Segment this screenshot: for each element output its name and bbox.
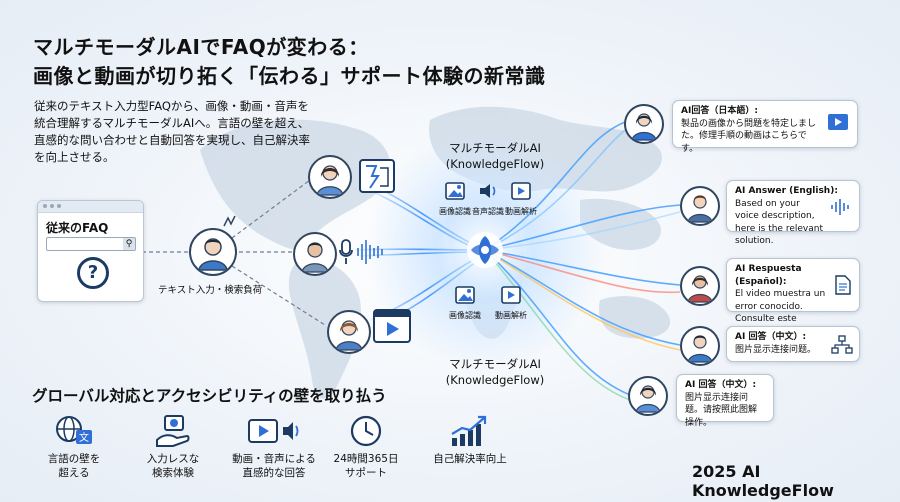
capability-video-bottom: 動画解析 xyxy=(488,284,534,321)
capability-image-bottom: 画像認識 xyxy=(442,284,488,321)
feature-label-2: 検索体験 xyxy=(152,467,194,479)
center-bottom-title: マルチモーダルAI xyxy=(449,357,541,371)
section-heading: グローバル対応とアクセシビリティの壁を取り払う xyxy=(32,387,387,405)
faq-search-input[interactable]: ⚲ xyxy=(46,237,136,251)
document-icon xyxy=(835,275,851,295)
speaker-icon xyxy=(480,184,496,198)
capability-video: 動画解析 xyxy=(498,180,544,217)
image-icon xyxy=(455,286,475,304)
question-icon: ? xyxy=(77,257,109,289)
image-user-avatar xyxy=(308,155,352,199)
feature-video-audio: 動画・音声による 直感的な回答 xyxy=(226,414,322,480)
video-user-avatar xyxy=(327,310,371,354)
answer-body: 图片显示连接问题。 xyxy=(735,344,817,355)
center-bottom-subtitle: (KnowledgeFlow) xyxy=(445,373,545,387)
feature-24-7: 24時間365日 サポート xyxy=(326,414,406,480)
feature-label-1: 24時間365日 xyxy=(333,453,399,465)
feature-label-2: 超える xyxy=(58,467,90,479)
answer-head: AI 回答（中文）: xyxy=(685,380,757,390)
person-icon xyxy=(635,385,661,413)
feature-label-1: 入力レスな xyxy=(146,453,200,465)
feature-language: 文 言語の壁を 超える xyxy=(34,414,114,480)
answer-head: AI 回答（中文）: xyxy=(735,332,807,342)
person-icon xyxy=(687,195,713,223)
page-title: マルチモーダルAIでFAQが変わる： 画像と動画が切り拓く「伝わる」サポート体験… xyxy=(33,33,546,91)
faq-label: 従来のFAQ xyxy=(46,221,109,235)
capability-image: 画像認識 xyxy=(432,180,478,217)
capability-label: 音声認識 xyxy=(472,207,504,216)
center-top-subtitle: (KnowledgeFlow) xyxy=(445,157,545,171)
center-top-title: マルチモーダルAI xyxy=(449,141,541,155)
person-icon xyxy=(687,335,713,363)
voice-user-avatar xyxy=(293,232,337,276)
answer-user-avatar xyxy=(680,266,720,306)
language-globe-icon: 文 xyxy=(56,416,92,444)
flowchart-icon xyxy=(831,335,853,354)
answer-body: 製品の画像から問題を特定しました。修理手順の動画はこちらです。 xyxy=(681,118,817,154)
title-line-1: マルチモーダルAIでFAQが変わる： xyxy=(33,35,369,59)
feature-label-2: サポート xyxy=(345,467,387,479)
capability-label: 動画解析 xyxy=(495,311,527,320)
woman-icon xyxy=(316,165,344,196)
feature-label-2: 直感的な回答 xyxy=(242,467,306,479)
answer-user-avatar xyxy=(680,186,720,226)
answer-body: 图片显示连接问题。请按照此图解操作。 xyxy=(685,392,758,428)
center-top-label: マルチモーダルAI (KnowledgeFlow) xyxy=(430,140,560,172)
frustration-icon xyxy=(223,215,236,227)
play-icon[interactable] xyxy=(827,113,849,131)
answer-card-zh-1: AI 回答（中文）: 图片显示连接问题。 xyxy=(726,326,860,362)
brand-footer: 2025 AI KnowledgeFlow xyxy=(692,462,834,500)
man-icon xyxy=(301,242,329,273)
feature-label-1: 自己解決率向上 xyxy=(433,453,507,465)
woman-icon xyxy=(335,320,363,351)
broken-image-icon xyxy=(359,159,395,193)
film-icon xyxy=(511,182,531,200)
video-player-icon xyxy=(373,309,411,343)
title-line-2: 画像と動画が切り拓く「伝わる」サポート体験の新常識 xyxy=(33,64,546,88)
answer-head: AI回答（日本語）: xyxy=(681,106,758,116)
capability-label: 画像認識 xyxy=(439,207,471,216)
capability-label: 画像認識 xyxy=(449,311,481,320)
window-dot xyxy=(43,204,47,208)
center-bottom-label: マルチモーダルAI (KnowledgeFlow) xyxy=(430,356,560,388)
person-icon xyxy=(631,113,657,141)
answer-user-avatar xyxy=(628,376,668,416)
window-dot xyxy=(50,204,54,208)
window-bar xyxy=(38,201,143,213)
waveform-icon xyxy=(831,199,849,215)
traditional-faq-card: 従来のFAQ ⚲ ? xyxy=(37,200,144,302)
answer-card-es: AI Respuesta (Español): El video muestra… xyxy=(726,258,860,337)
video-audio-icon xyxy=(248,419,299,443)
feature-label-1: 動画・音声による xyxy=(232,453,316,465)
ai-core-icon xyxy=(467,232,503,268)
answer-card-ja: AI回答（日本語）: 製品の画像から問題を特定しました。修理手順の動画はこちらで… xyxy=(672,100,858,154)
feature-label-1: 言語の壁を xyxy=(47,453,101,465)
person-icon xyxy=(198,238,228,271)
svg-text:文: 文 xyxy=(79,431,89,444)
answer-body: Based on your voice description, here is… xyxy=(735,198,823,247)
clock-icon xyxy=(350,415,382,447)
user-node-label: テキスト入力・検索負荷 xyxy=(158,285,263,296)
intro-text: 従来のテキスト入力型FAQから、画像・動画・音声を統合理解するマルチモーダルAI… xyxy=(34,99,310,164)
hand-camera-icon xyxy=(156,415,190,447)
answer-user-avatar xyxy=(624,104,664,144)
answer-head: AI Respuesta (Español): xyxy=(735,264,802,287)
feature-self-resolution: 自己解決率向上 xyxy=(420,414,520,466)
capability-label: 動画解析 xyxy=(505,207,537,216)
answer-card-zh-2: AI 回答（中文）: 图片显示连接问题。请按照此图解操作。 xyxy=(676,374,774,428)
user-avatar xyxy=(189,228,237,276)
search-icon: ⚲ xyxy=(123,238,135,250)
answer-user-avatar xyxy=(680,326,720,366)
capability-voice: 音声認識 xyxy=(465,180,511,217)
microphone-icon xyxy=(339,239,383,264)
window-dot xyxy=(57,204,61,208)
film-icon xyxy=(501,286,521,304)
feature-inputless: 入力レスな 検索体験 xyxy=(133,414,213,480)
answer-card-en: AI Answer (English): Based on your voice… xyxy=(726,180,860,246)
image-icon xyxy=(445,182,465,200)
person-icon xyxy=(687,275,713,303)
answer-head: AI Answer (English): xyxy=(735,186,838,196)
growth-chart-icon xyxy=(451,415,487,446)
